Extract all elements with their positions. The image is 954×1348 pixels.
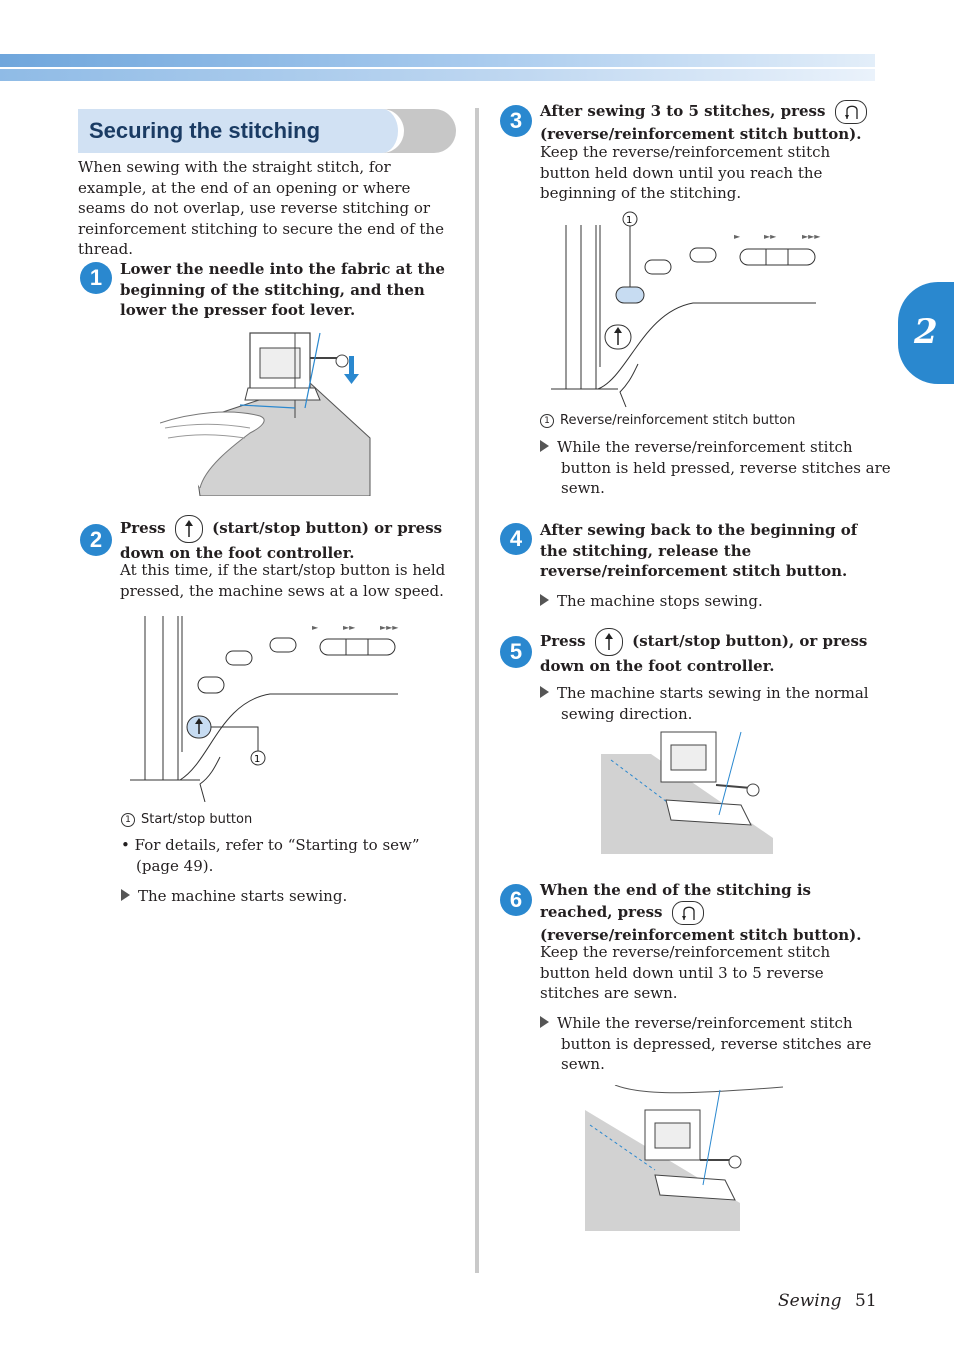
callout-number: 1 xyxy=(121,813,135,827)
step-number-6: 6 xyxy=(500,884,532,916)
step-2-body: At this time, if the start/stop button i… xyxy=(120,561,446,600)
step-number-5: 5 xyxy=(500,636,532,668)
svg-text:►: ► xyxy=(734,232,741,241)
step-number-2: 2 xyxy=(80,524,112,556)
svg-text:►►: ►► xyxy=(764,232,777,241)
page-number: 51 xyxy=(855,1291,877,1311)
button-panel-illustration-start: 1 ► ►► ►►► xyxy=(130,616,399,802)
header-bar-bottom xyxy=(0,69,875,81)
step-number-1: 1 xyxy=(80,262,112,294)
result-arrow-icon xyxy=(540,440,549,452)
note-text: For details, refer to “Starting to sew” … xyxy=(134,836,420,875)
result-arrow-icon xyxy=(540,686,549,698)
chapter-tab: 2 xyxy=(898,282,954,384)
reverse-stitch-icon xyxy=(671,900,704,925)
step-6-heading-a: When the end of the stitching is reached… xyxy=(540,881,811,921)
result-text: While the reverse/reinforcement stitch b… xyxy=(557,438,891,497)
svg-text:►: ► xyxy=(312,623,319,632)
svg-text:1: 1 xyxy=(254,754,260,765)
step-1-heading: Lower the needle into the fabric at the … xyxy=(120,260,445,319)
result-text: While the reverse/reinforcement stitch b… xyxy=(557,1014,872,1073)
result-text: The machine starts sewing. xyxy=(138,887,348,905)
footer-section: Sewing xyxy=(778,1291,842,1311)
step-2-note: • For details, refer to “Starting to sew… xyxy=(121,836,420,875)
step-number-3: 3 xyxy=(500,105,532,137)
step-3-heading: After sewing 3 to 5 stitches, press (rev… xyxy=(540,100,880,145)
step-2-heading-b: (start/stop button) or press down on the… xyxy=(120,519,443,562)
svg-text:►►►: ►►► xyxy=(802,232,821,241)
callout-label: Reverse/reinforcement stitch button xyxy=(560,413,796,428)
column-divider xyxy=(475,108,479,1273)
svg-text:►►►: ►►► xyxy=(380,623,399,632)
intro-text: When sewing with the straight stitch, fo… xyxy=(78,158,444,258)
start-stop-icon xyxy=(174,515,203,543)
svg-text:►►: ►► xyxy=(343,623,356,632)
section-title: Securing the stitching xyxy=(89,118,321,143)
forward-sewing-illustration xyxy=(601,731,773,854)
step-number-4: 4 xyxy=(500,523,532,555)
step-6-heading-b: (reverse/reinforcement stitch button). xyxy=(540,925,862,944)
button-panel-illustration-reverse: 1 ► ►► ►►► xyxy=(551,211,821,408)
step-6-body: Keep the reverse/reinforcement stitch bu… xyxy=(540,943,831,1002)
step-2-heading: Press (start/stop button) or press down … xyxy=(120,515,465,564)
header-bar-top xyxy=(0,54,875,67)
reverse-stitch-icon xyxy=(834,100,867,124)
step-5-result: The machine starts sewing in the normal … xyxy=(540,683,891,724)
step-3-callout: 1 Reverse/reinforcement stitch button xyxy=(540,413,795,428)
step-5-heading: Press (start/stop button), or press down… xyxy=(540,628,880,677)
reverse-sewing-illustration xyxy=(585,1085,784,1231)
section-header: Securing the stitching xyxy=(78,109,456,153)
result-text: The machine starts sewing in the normal … xyxy=(557,684,869,723)
result-text: The machine stops sewing. xyxy=(557,592,763,610)
step-5-heading-b: (start/stop button), or press down on th… xyxy=(540,632,868,675)
start-stop-icon xyxy=(594,628,623,656)
presser-foot-illustration xyxy=(160,332,371,496)
result-arrow-icon xyxy=(540,1016,549,1028)
step-6-heading: When the end of the stitching is reached… xyxy=(540,880,880,945)
step-6-result: While the reverse/reinforcement stitch b… xyxy=(540,1013,891,1075)
step-3-body: Keep the reverse/reinforcement stitch bu… xyxy=(540,143,831,202)
result-arrow-icon xyxy=(540,594,549,606)
callout-label: Start/stop button xyxy=(141,812,253,827)
chapter-number: 2 xyxy=(914,312,938,352)
step-4-heading: After sewing back to the beginning of th… xyxy=(540,521,858,580)
svg-text:1: 1 xyxy=(626,215,632,226)
step-3-heading-a: After sewing 3 to 5 stitches, press xyxy=(540,102,826,120)
step-5-heading-a: Press xyxy=(540,632,586,650)
step-2-result: The machine starts sewing. xyxy=(121,886,451,907)
result-arrow-icon xyxy=(121,889,130,901)
step-2-callout: 1 Start/stop button xyxy=(121,812,252,827)
step-2-heading-a: Press xyxy=(120,519,166,537)
step-4-result: The machine stops sewing. xyxy=(540,591,870,612)
callout-number: 1 xyxy=(540,414,554,428)
step-3-heading-b: (reverse/reinforcement stitch button). xyxy=(540,125,862,143)
step-3-result: While the reverse/reinforcement stitch b… xyxy=(540,437,891,499)
